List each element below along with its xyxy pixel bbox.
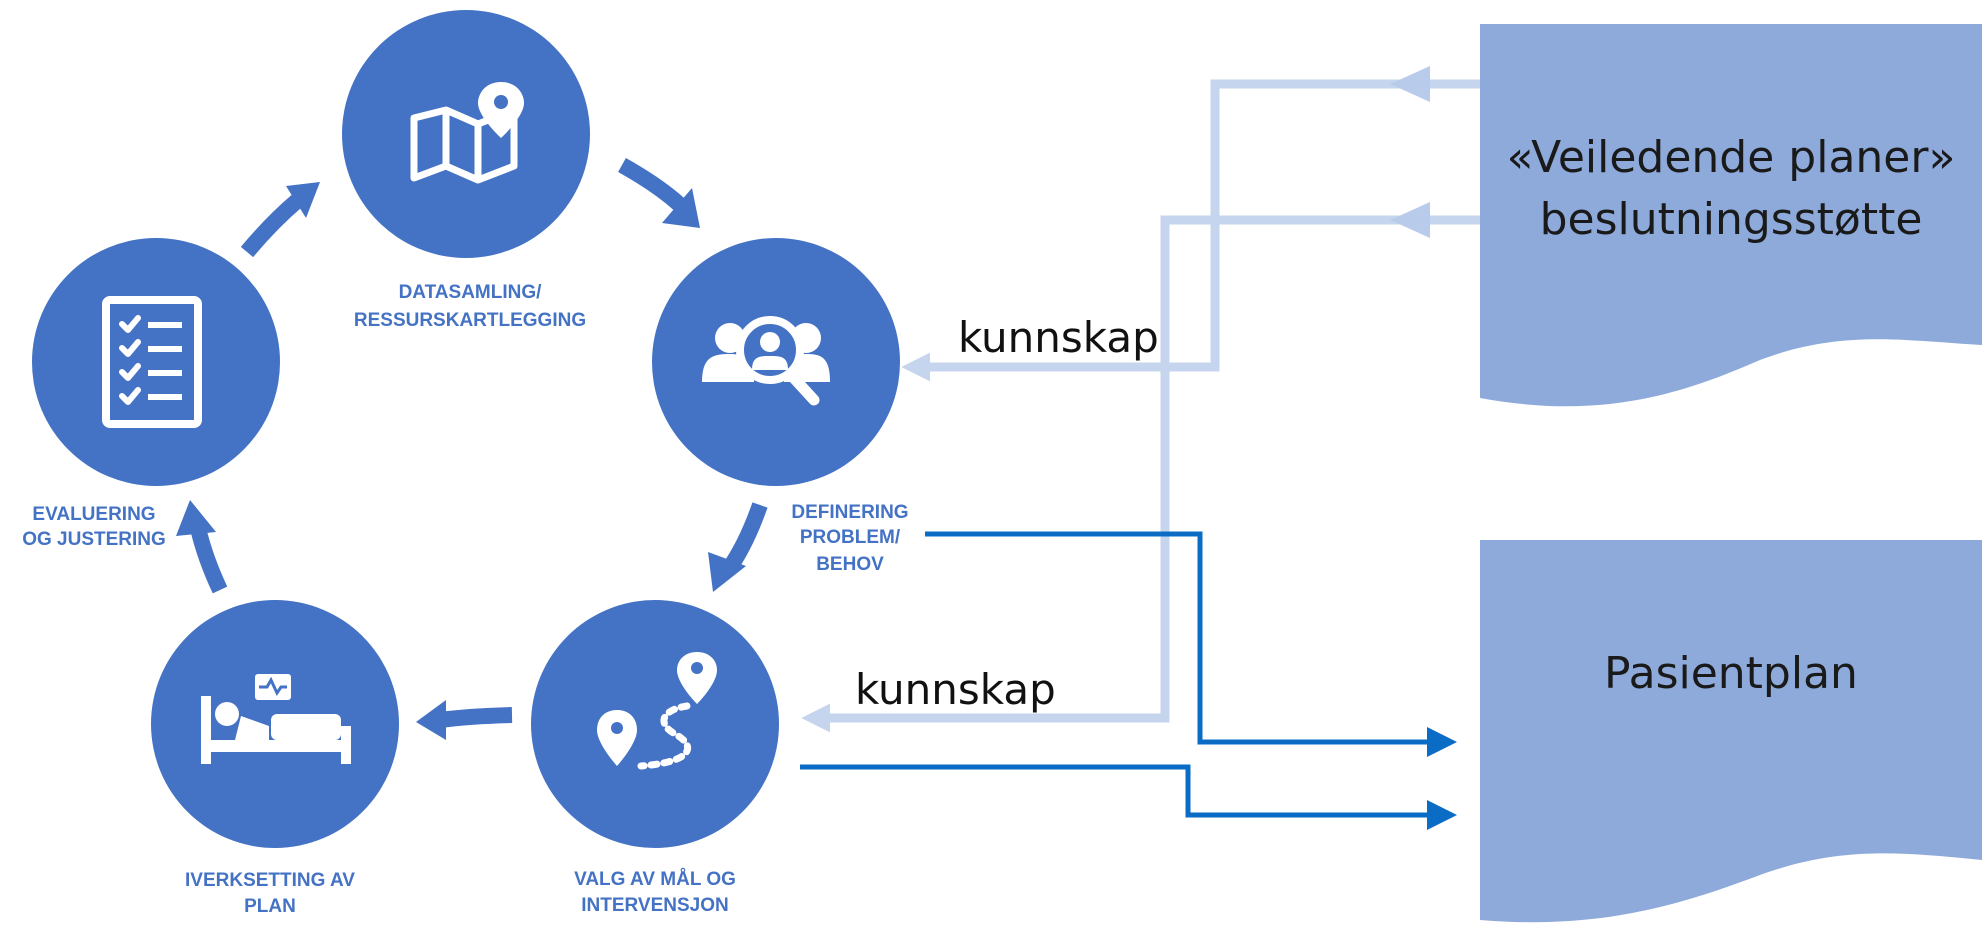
guidance-document-shape <box>1480 24 1982 407</box>
cycle-arrowhead-1 <box>662 188 700 228</box>
knowledge-label-lower: kunnskap <box>855 665 1056 714</box>
step-circle-datasamling <box>342 10 590 258</box>
cycle-arrowhead-4 <box>176 500 216 536</box>
knowledge-label-upper: kunnskap <box>958 313 1159 362</box>
step-label-valg-line1: VALG AV MÅL OG <box>574 869 736 890</box>
route-icon <box>597 652 717 770</box>
knowledge-arrow-to-valg <box>801 215 1480 733</box>
checklist-icon <box>102 296 202 428</box>
knowledge-source-arrowhead-1 <box>1390 66 1430 102</box>
step-circle-evaluering <box>32 238 280 486</box>
knowledge-source-arrowhead-2 <box>1390 202 1430 238</box>
cycle-arrowheads <box>176 182 746 740</box>
step-label-evaluering-line1: EVALUERING <box>32 504 155 525</box>
step-label-datasamling-line2: RESSURSKARTLEGGING <box>354 310 586 331</box>
cycle-arrow-datasamling-to-definering <box>618 158 686 211</box>
cycle-arrowhead-3 <box>416 700 446 740</box>
step-label-iverksetting-line1: IVERKSETTING AV <box>185 870 355 891</box>
guidance-document-subtitle: beslutningsstøtte <box>1540 194 1923 245</box>
cycle-arrow-valg-to-iverksetting <box>438 707 513 728</box>
step-label-evaluering-line2: OG JUSTERING <box>22 529 166 550</box>
patient-plan-title: Pasientplan <box>1604 648 1858 699</box>
map-pin-icon <box>410 82 524 184</box>
hospital-bed-icon <box>201 674 351 764</box>
output-arrow-definering-to-patient-plan <box>925 531 1457 757</box>
cycle-arrow-iverksetting-to-evaluering <box>190 526 228 594</box>
cycle-arrow-definering-to-valg <box>721 502 768 575</box>
cycle-arrow-evaluering-to-datasamling <box>240 193 304 258</box>
step-label-definering-line1: DEFINERING <box>791 502 908 523</box>
step-label-definering-line3: BEHOV <box>816 554 884 575</box>
cycle-arrowhead-5 <box>286 182 320 218</box>
cycle-arrowhead-2 <box>708 552 746 592</box>
knowledge-arrow-to-definering <box>901 79 1480 382</box>
output-arrow-valg-to-patient-plan <box>800 764 1457 830</box>
step-circle-valg <box>531 600 779 848</box>
step-label-definering-line2: PROBLEM/ <box>800 527 901 548</box>
people-search-icon <box>702 316 830 406</box>
step-label-iverksetting-line2: PLAN <box>244 896 296 917</box>
patient-plan-document-shape <box>1480 540 1982 923</box>
step-label-datasamling-line1: DATASAMLING/ <box>399 282 543 303</box>
step-label-valg-line2: INTERVENSJON <box>581 895 728 916</box>
guidance-document-title: «Veiledende planer» <box>1507 132 1956 183</box>
